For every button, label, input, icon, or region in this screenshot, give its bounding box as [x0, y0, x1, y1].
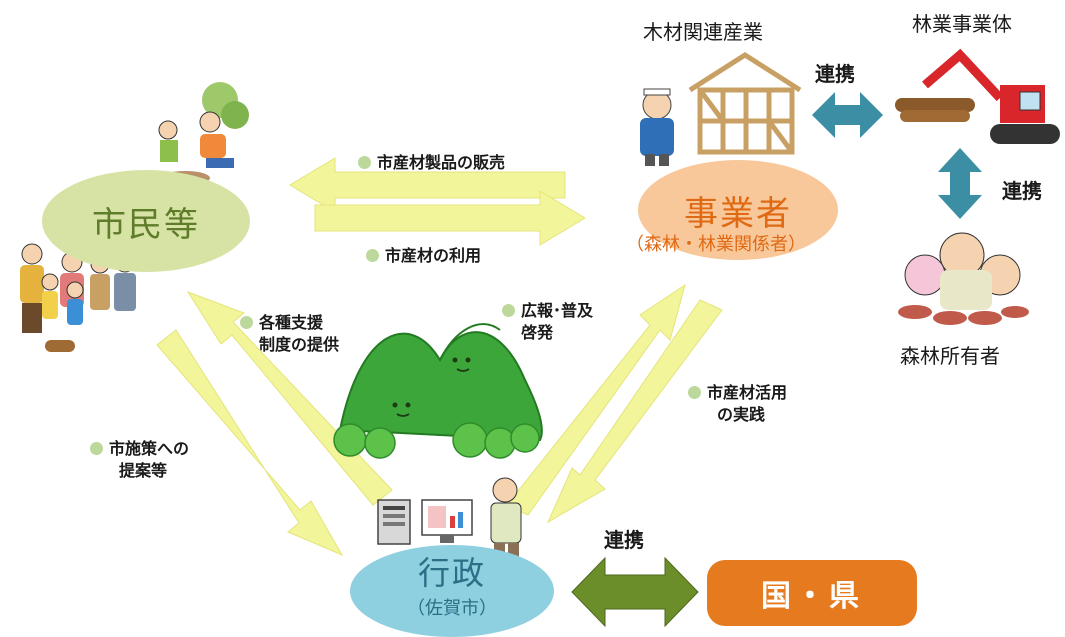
flow-proposal-label: 市施策への 提案等 — [90, 438, 189, 482]
pr-arrow — [506, 283, 686, 516]
bullet-icon — [240, 316, 253, 329]
planting-people-illustration — [158, 82, 249, 185]
proposal-arrow — [156, 329, 344, 557]
bullet-icon — [358, 156, 371, 169]
renkei-bottom-arrow — [571, 556, 699, 628]
worker-illustration — [640, 88, 674, 166]
flow-use-label: 市産材の利用 — [366, 242, 481, 266]
sales-arrow — [289, 157, 566, 213]
house-frame-illustration — [688, 52, 802, 155]
business-label: 事業者 — [684, 193, 792, 234]
renkei-top-label: 連携 — [815, 62, 855, 86]
forestry-entity-label: 林業事業体 — [912, 12, 1012, 36]
business-sublabel: （森林・林業関係者） — [626, 234, 806, 255]
flow-sales-label: 市産材製品の販売 — [358, 149, 505, 173]
citizens-node[interactable]: 市民等 — [42, 170, 250, 272]
national-label: 国・県 — [761, 579, 863, 614]
business-node[interactable]: 事業者 — [638, 160, 838, 260]
renkei-side-label: 連携 — [1002, 179, 1042, 203]
citizens-label: 市民等 — [92, 204, 200, 245]
bullet-icon — [688, 386, 701, 399]
renkei-side-arrow — [938, 148, 982, 219]
national-node[interactable]: 国・県 — [707, 560, 917, 626]
renkei-bottom-label: 連携 — [604, 528, 644, 552]
bullet-icon — [502, 304, 515, 317]
government-label: 行政 — [417, 554, 486, 592]
government-sublabel: （佐賀市） — [407, 598, 497, 619]
flow-pr-label: 広報･普及 啓発 — [502, 300, 593, 344]
renkei-top-arrow — [812, 92, 883, 138]
excavator-illustration — [895, 48, 1060, 144]
use-arrow — [314, 190, 586, 246]
forest-owner-label: 森林所有者 — [900, 344, 1000, 368]
practice-arrow — [546, 299, 723, 524]
flow-practice-label: 市産材活用 の実践 — [688, 382, 787, 426]
government-node[interactable]: 行政 （佐賀市） — [350, 545, 554, 637]
flow-support-label: 各種支援 制度の提供 — [240, 312, 339, 356]
bullet-icon — [90, 442, 103, 455]
mountain-illustration — [333, 323, 543, 459]
bullet-icon — [366, 249, 379, 262]
wood-industry-label: 木材関連産業 — [643, 20, 763, 44]
forest-owners-illustration — [898, 232, 1029, 325]
